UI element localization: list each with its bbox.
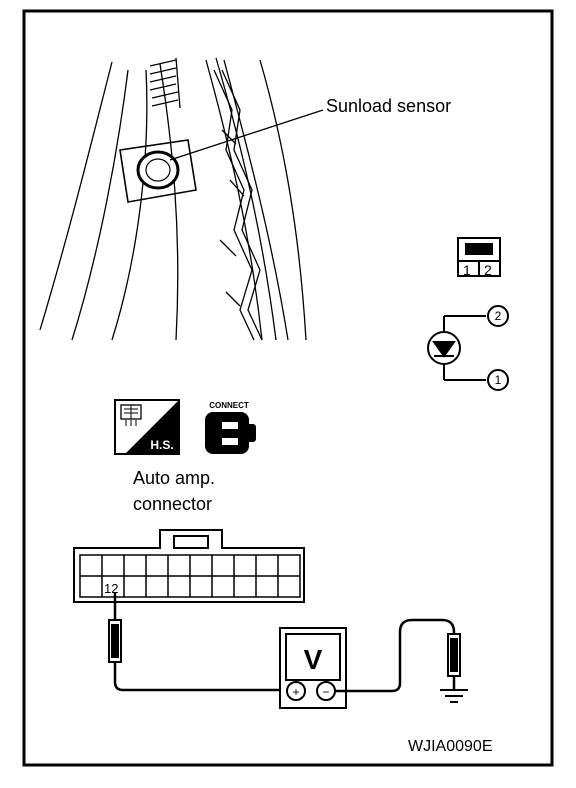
voltmeter-negative-terminal: −	[322, 685, 329, 699]
sensor-pin-2: 2	[484, 262, 492, 278]
sensor-connector-face	[457, 237, 501, 277]
voltmeter-icon	[279, 627, 347, 709]
sensor-leader-line	[169, 109, 324, 161]
positive-probe-lead	[113, 592, 286, 692]
diode-terminal-1	[487, 369, 509, 391]
negative-probe-lead	[335, 618, 456, 693]
dashboard-illustration	[39, 57, 307, 341]
diode-symbol	[427, 315, 486, 381]
sunload-sensor-label: Sunload sensor	[326, 96, 451, 116]
hs-badge-label: H.S.	[150, 438, 173, 452]
connect-icon	[205, 412, 256, 454]
defroster-vent	[149, 57, 181, 109]
harness-side-icon	[114, 399, 180, 455]
voltmeter-display: V	[304, 644, 323, 675]
sunload-sensor	[136, 150, 180, 190]
voltmeter-positive-terminal: +	[292, 685, 299, 699]
auto-amp-connector	[73, 529, 305, 603]
figure-id: WJIA0090E	[408, 738, 492, 755]
sensor-housing	[119, 139, 197, 203]
auto-amp-label-line2: connector	[133, 494, 212, 514]
auto-amp-label-line1: Auto amp.	[133, 468, 215, 488]
diode-terminal-2-label: 2	[495, 309, 502, 323]
sensor-pin-1: 1	[463, 262, 471, 278]
ground-icon	[440, 689, 468, 703]
figure-frame	[22, 9, 554, 767]
probe-terminal-label: 12	[104, 581, 118, 596]
connect-label: CONNECT	[209, 401, 249, 410]
diode-terminal-2	[487, 305, 509, 327]
diode-terminal-1-label: 1	[495, 373, 502, 387]
